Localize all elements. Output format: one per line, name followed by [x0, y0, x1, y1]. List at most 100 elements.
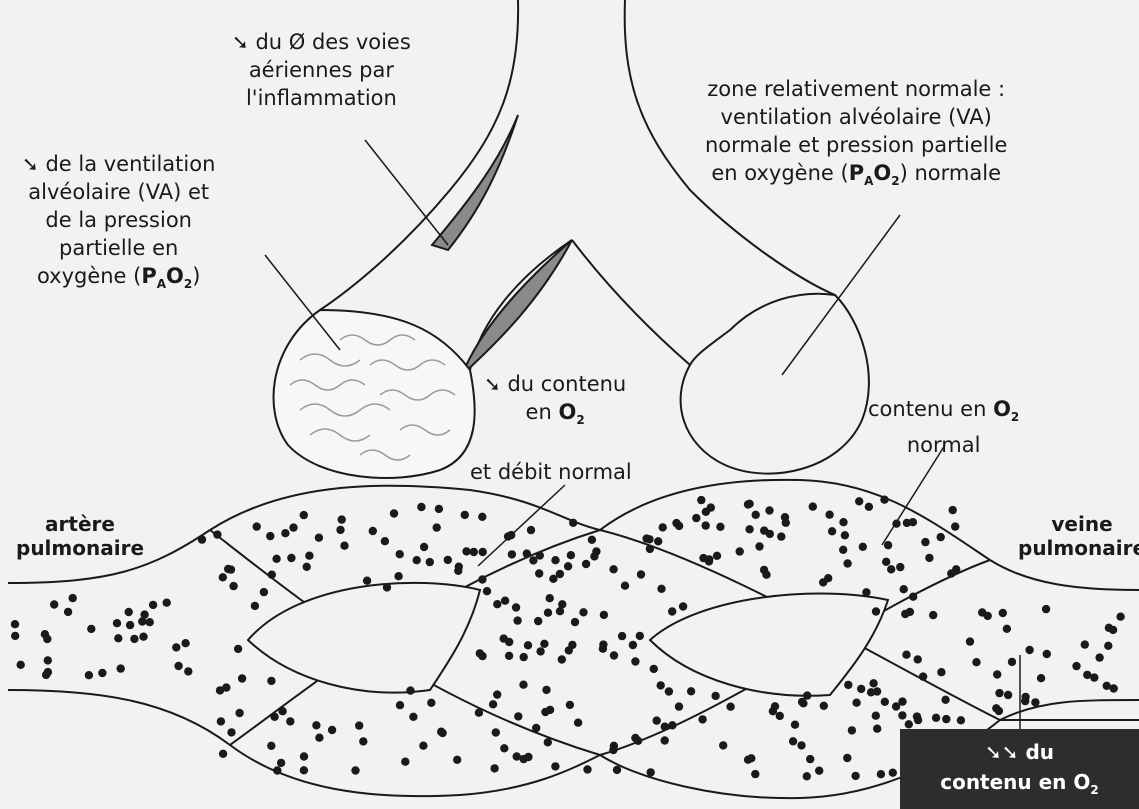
blood-cell-dot — [820, 702, 828, 710]
blood-cell-dot — [949, 506, 957, 514]
blood-cell-dot — [736, 547, 744, 555]
blood-cell-dot — [668, 721, 676, 729]
blood-cell-dot — [489, 700, 497, 708]
blood-cell-dot — [992, 704, 1000, 712]
blood-cell-dot — [413, 556, 421, 564]
blood-cell-dot — [900, 585, 908, 593]
blood-cell-dot — [444, 556, 452, 564]
vessel-top-edge — [8, 480, 1139, 590]
o2-formula: O2 — [993, 397, 1019, 421]
blood-cell-dot — [925, 554, 933, 562]
blood-cell-dot — [932, 714, 940, 722]
blood-cell-dot — [765, 506, 773, 514]
blood-cell-dot — [672, 519, 680, 527]
blood-cell-dot — [803, 691, 811, 699]
blood-cell-dot — [117, 664, 125, 672]
blood-cell-dot — [475, 709, 483, 717]
blood-cell-dot — [942, 715, 950, 723]
blood-cell-dot — [17, 661, 25, 669]
blood-cell-dot — [609, 565, 617, 573]
blood-cell-dot — [268, 571, 276, 579]
blood-cell-dot — [219, 750, 227, 758]
blood-cell-dot — [881, 698, 889, 706]
blood-cell-dot — [340, 542, 348, 550]
blood-cell-dot — [50, 600, 58, 608]
blood-cell-dot — [839, 546, 847, 554]
blood-cell-dot — [419, 742, 427, 750]
blood-cell-dot — [11, 632, 19, 640]
blood-cell-dot — [540, 640, 548, 648]
blood-cell-dot — [409, 713, 417, 721]
blood-cell-dot — [909, 518, 917, 526]
inner-bronchus-right — [572, 240, 690, 365]
blood-cell-dot — [844, 681, 852, 689]
blood-cell-dot — [972, 658, 980, 666]
blood-cell-dot — [843, 754, 851, 762]
blood-cell-dot — [534, 617, 542, 625]
blood-cell-dot — [260, 588, 268, 596]
blood-cell-dot — [519, 681, 527, 689]
alveolus-right — [681, 294, 869, 474]
blood-cell-dot — [544, 738, 552, 746]
blood-cell-dot — [824, 574, 832, 582]
low-ventilation-line5-prefix: oxygène ( — [37, 264, 141, 288]
blood-cell-dot — [222, 683, 230, 691]
blood-cell-dot — [716, 523, 724, 531]
blood-cell-dot — [1104, 642, 1112, 650]
blood-cell-dot — [637, 570, 645, 578]
blood-cell-dot — [1090, 673, 1098, 681]
blood-cell-dot — [514, 712, 522, 720]
blood-cell-dot — [1116, 613, 1124, 621]
blood-cell-dot — [867, 688, 875, 696]
blood-cell-dot — [266, 532, 274, 540]
double-decrease-arrow-icon: ➘➘ — [985, 740, 1019, 764]
blood-cell-dot — [668, 607, 676, 615]
pao2-formula: PAO2 — [849, 161, 900, 185]
blood-cell-dot — [85, 671, 93, 679]
blood-cell-dot — [253, 522, 261, 530]
blood-cell-dot — [546, 706, 554, 714]
inflamed-wall-upper — [432, 115, 518, 250]
blood-cell-dot — [618, 632, 626, 640]
blood-cell-dot — [657, 681, 665, 689]
blood-cell-dot — [478, 575, 486, 583]
blood-cell-dot — [766, 530, 774, 538]
blood-cell-dot — [636, 632, 644, 640]
blood-cell-dot — [172, 643, 180, 651]
blood-cell-dot — [470, 548, 478, 556]
label-normal-flow: et débit normal — [470, 458, 632, 486]
blood-cell-dot — [277, 759, 285, 767]
blood-cell-dot — [921, 538, 929, 546]
blood-cell-dot — [806, 755, 814, 763]
blood-cell-dot — [661, 723, 669, 731]
blood-cell-dot — [278, 707, 286, 715]
blood-cell-dot — [957, 716, 965, 724]
blood-cell-dot — [267, 677, 275, 685]
blood-cell-dot — [702, 508, 710, 516]
blood-cell-dot — [544, 609, 552, 617]
blood-cell-dot — [483, 587, 491, 595]
blood-cell-dot — [713, 552, 721, 560]
blood-cell-dot — [862, 588, 870, 596]
blood-cell-dot — [869, 679, 877, 687]
blood-cell-dot — [882, 558, 890, 566]
blood-cell-dot — [679, 602, 687, 610]
leader-normal-content — [882, 445, 945, 545]
blood-cell-dot — [769, 707, 777, 715]
blood-cell-dot — [650, 665, 658, 673]
blood-cell-dot — [500, 634, 508, 642]
blood-cell-dot — [1103, 682, 1111, 690]
blood-cell-dot — [149, 601, 157, 609]
blood-cell-dot — [887, 565, 895, 573]
blood-cell-dot — [461, 511, 469, 519]
blood-cell-dot — [843, 559, 851, 567]
low-ventilation-line3: de la pression — [22, 206, 215, 234]
blood-cell-dot — [394, 572, 402, 580]
blood-cell-dot — [328, 726, 336, 734]
blood-cell-dot — [984, 612, 992, 620]
blood-cell-dot — [303, 563, 311, 571]
blood-cell-dot — [351, 766, 359, 774]
blood-cell-dot — [139, 633, 147, 641]
blood-cell-dot — [901, 610, 909, 618]
blood-cell-dot — [937, 668, 945, 676]
